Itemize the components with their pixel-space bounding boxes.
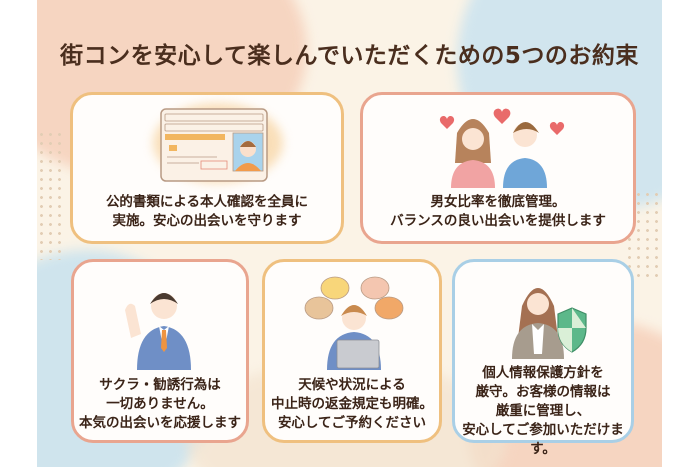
card-text-line: 厳重に管理し、 bbox=[495, 403, 591, 419]
card-text-line: 安心してご予約ください bbox=[277, 415, 427, 431]
card-text-line: 本気の出会いを応援します bbox=[79, 415, 241, 431]
card-text-line: 中止時の返金規定も明確。 bbox=[271, 396, 433, 412]
card-no-sakura: サクラ・勧誘行為は 一切ありません。 本気の出会いを応援します bbox=[71, 259, 249, 443]
card-text-line: バランスの良い出会いを提供します bbox=[390, 213, 606, 229]
infographic-canvas: 街コンを安心して楽しんでいただくための5つのお約束 公的書類による本人確認を全員… bbox=[37, 0, 662, 467]
card-text-line: 公的書類による本人確認を全員に bbox=[105, 194, 309, 210]
staff-waving-icon bbox=[125, 293, 191, 370]
id-card-icon bbox=[160, 108, 268, 182]
card-text-line: 安心してご参加いただけます。 bbox=[462, 422, 624, 457]
couple-hearts-icon bbox=[439, 108, 565, 188]
card-text-line: 天候や状況による bbox=[298, 377, 406, 393]
card-refund-policy: 天候や状況による 中止時の返金規定も明確。 安心してご予約ください bbox=[262, 259, 442, 443]
card-gender-ratio: 男女比率を徹底管理。 バランスの良い出会いを提供します bbox=[360, 92, 636, 244]
card-identity-check: 公的書類による本人確認を全員に 実施。安心の出会いを守ります bbox=[70, 92, 344, 244]
card-text-line: 個人情報保護方針を bbox=[482, 365, 604, 381]
page-title: 街コンを安心して楽しんでいただくための5つのお約束 bbox=[60, 43, 639, 69]
card-text-line: 一切ありません。 bbox=[106, 396, 214, 412]
dot-pattern bbox=[37, 130, 67, 260]
card-text-line: 厳守。お客様の情報は bbox=[475, 384, 611, 400]
card-text-line: 実施。安心の出会いを守ります bbox=[112, 213, 302, 229]
card-privacy: 個人情報保護方針を 厳守。お客様の情報は 厳重に管理し、 安心してご参加いただけ… bbox=[452, 259, 634, 457]
laptop-chat-icon bbox=[304, 276, 404, 370]
card-text-line: サクラ・勧誘行為は bbox=[99, 377, 221, 393]
card-text-line: 男女比率を徹底管理。 bbox=[430, 194, 566, 210]
shield-woman-icon bbox=[512, 288, 587, 359]
